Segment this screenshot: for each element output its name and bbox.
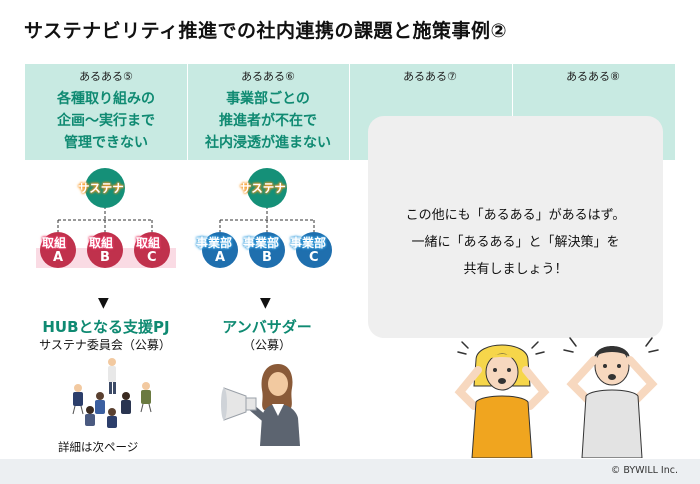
hub-title: HUBとなる支援PJ [42, 318, 170, 336]
next-page-note: 詳細は次ページ [58, 440, 139, 454]
column-6-head: あるある⑥ [241, 70, 295, 83]
copyright: © BYWILL Inc. [610, 465, 678, 476]
node-c-label: 取組 [136, 236, 161, 250]
division-node-a [202, 232, 238, 268]
worried-man-illustration [563, 337, 659, 458]
column-divider [512, 64, 513, 160]
node-c [134, 232, 170, 268]
node-b-letter: B [100, 250, 110, 265]
division-node-c [296, 232, 332, 268]
ambassador-title: アンバサダー [222, 318, 312, 336]
share-panel [368, 116, 663, 338]
megaphone-person-illustration [221, 364, 300, 446]
division-node-b-letter: B [262, 250, 272, 265]
column-5-title: 各種取り組みの 企画～実行まで 管理できない [57, 91, 155, 151]
node-b-label: 取組 [89, 236, 114, 250]
down-arrow-icon: ▼ [98, 295, 109, 311]
division-node-b [249, 232, 285, 268]
center-node-label: サステナ [240, 181, 286, 195]
node-a [40, 232, 76, 268]
footer-bar [0, 459, 700, 484]
worried-woman-illustration [454, 341, 550, 458]
share-message: この他にも「あるある」があるはず。 一緒に「あるある」と「解決策」を 共有しまし… [405, 208, 626, 277]
column-7-head: あるある⑦ [403, 70, 457, 83]
center-node [247, 168, 287, 208]
column-6-title: 事業部ごとの 推進者が不在で 社内浸透が進まない [205, 91, 331, 151]
division-node-c-letter: C [309, 250, 319, 265]
node-a-letter: A [53, 250, 64, 265]
meeting-illustration [72, 358, 152, 428]
center-node-label: サステナ [78, 181, 124, 195]
division-node-c-label: 事業部 [290, 236, 327, 250]
node-a-label: 取組 [42, 236, 67, 250]
down-arrow-icon: ▼ [260, 295, 271, 311]
hub-subtitle: サステナ委員会（公募） [39, 338, 171, 352]
center-node [85, 168, 125, 208]
column-divider [187, 64, 188, 160]
division-node-a-letter: A [215, 250, 226, 265]
page-title: サステナビリティ推進での社内連携の課題と施策事例② [24, 20, 508, 42]
ambassador-subtitle: （公募） [242, 338, 291, 352]
division-node-b-label: 事業部 [243, 236, 280, 250]
node-b [87, 232, 123, 268]
column-5-head: あるある⑤ [79, 70, 133, 83]
node-c-letter: C [147, 250, 157, 265]
division-node-a-label: 事業部 [196, 236, 233, 250]
column-8-head: あるある⑧ [566, 70, 620, 83]
column-divider [349, 64, 350, 160]
